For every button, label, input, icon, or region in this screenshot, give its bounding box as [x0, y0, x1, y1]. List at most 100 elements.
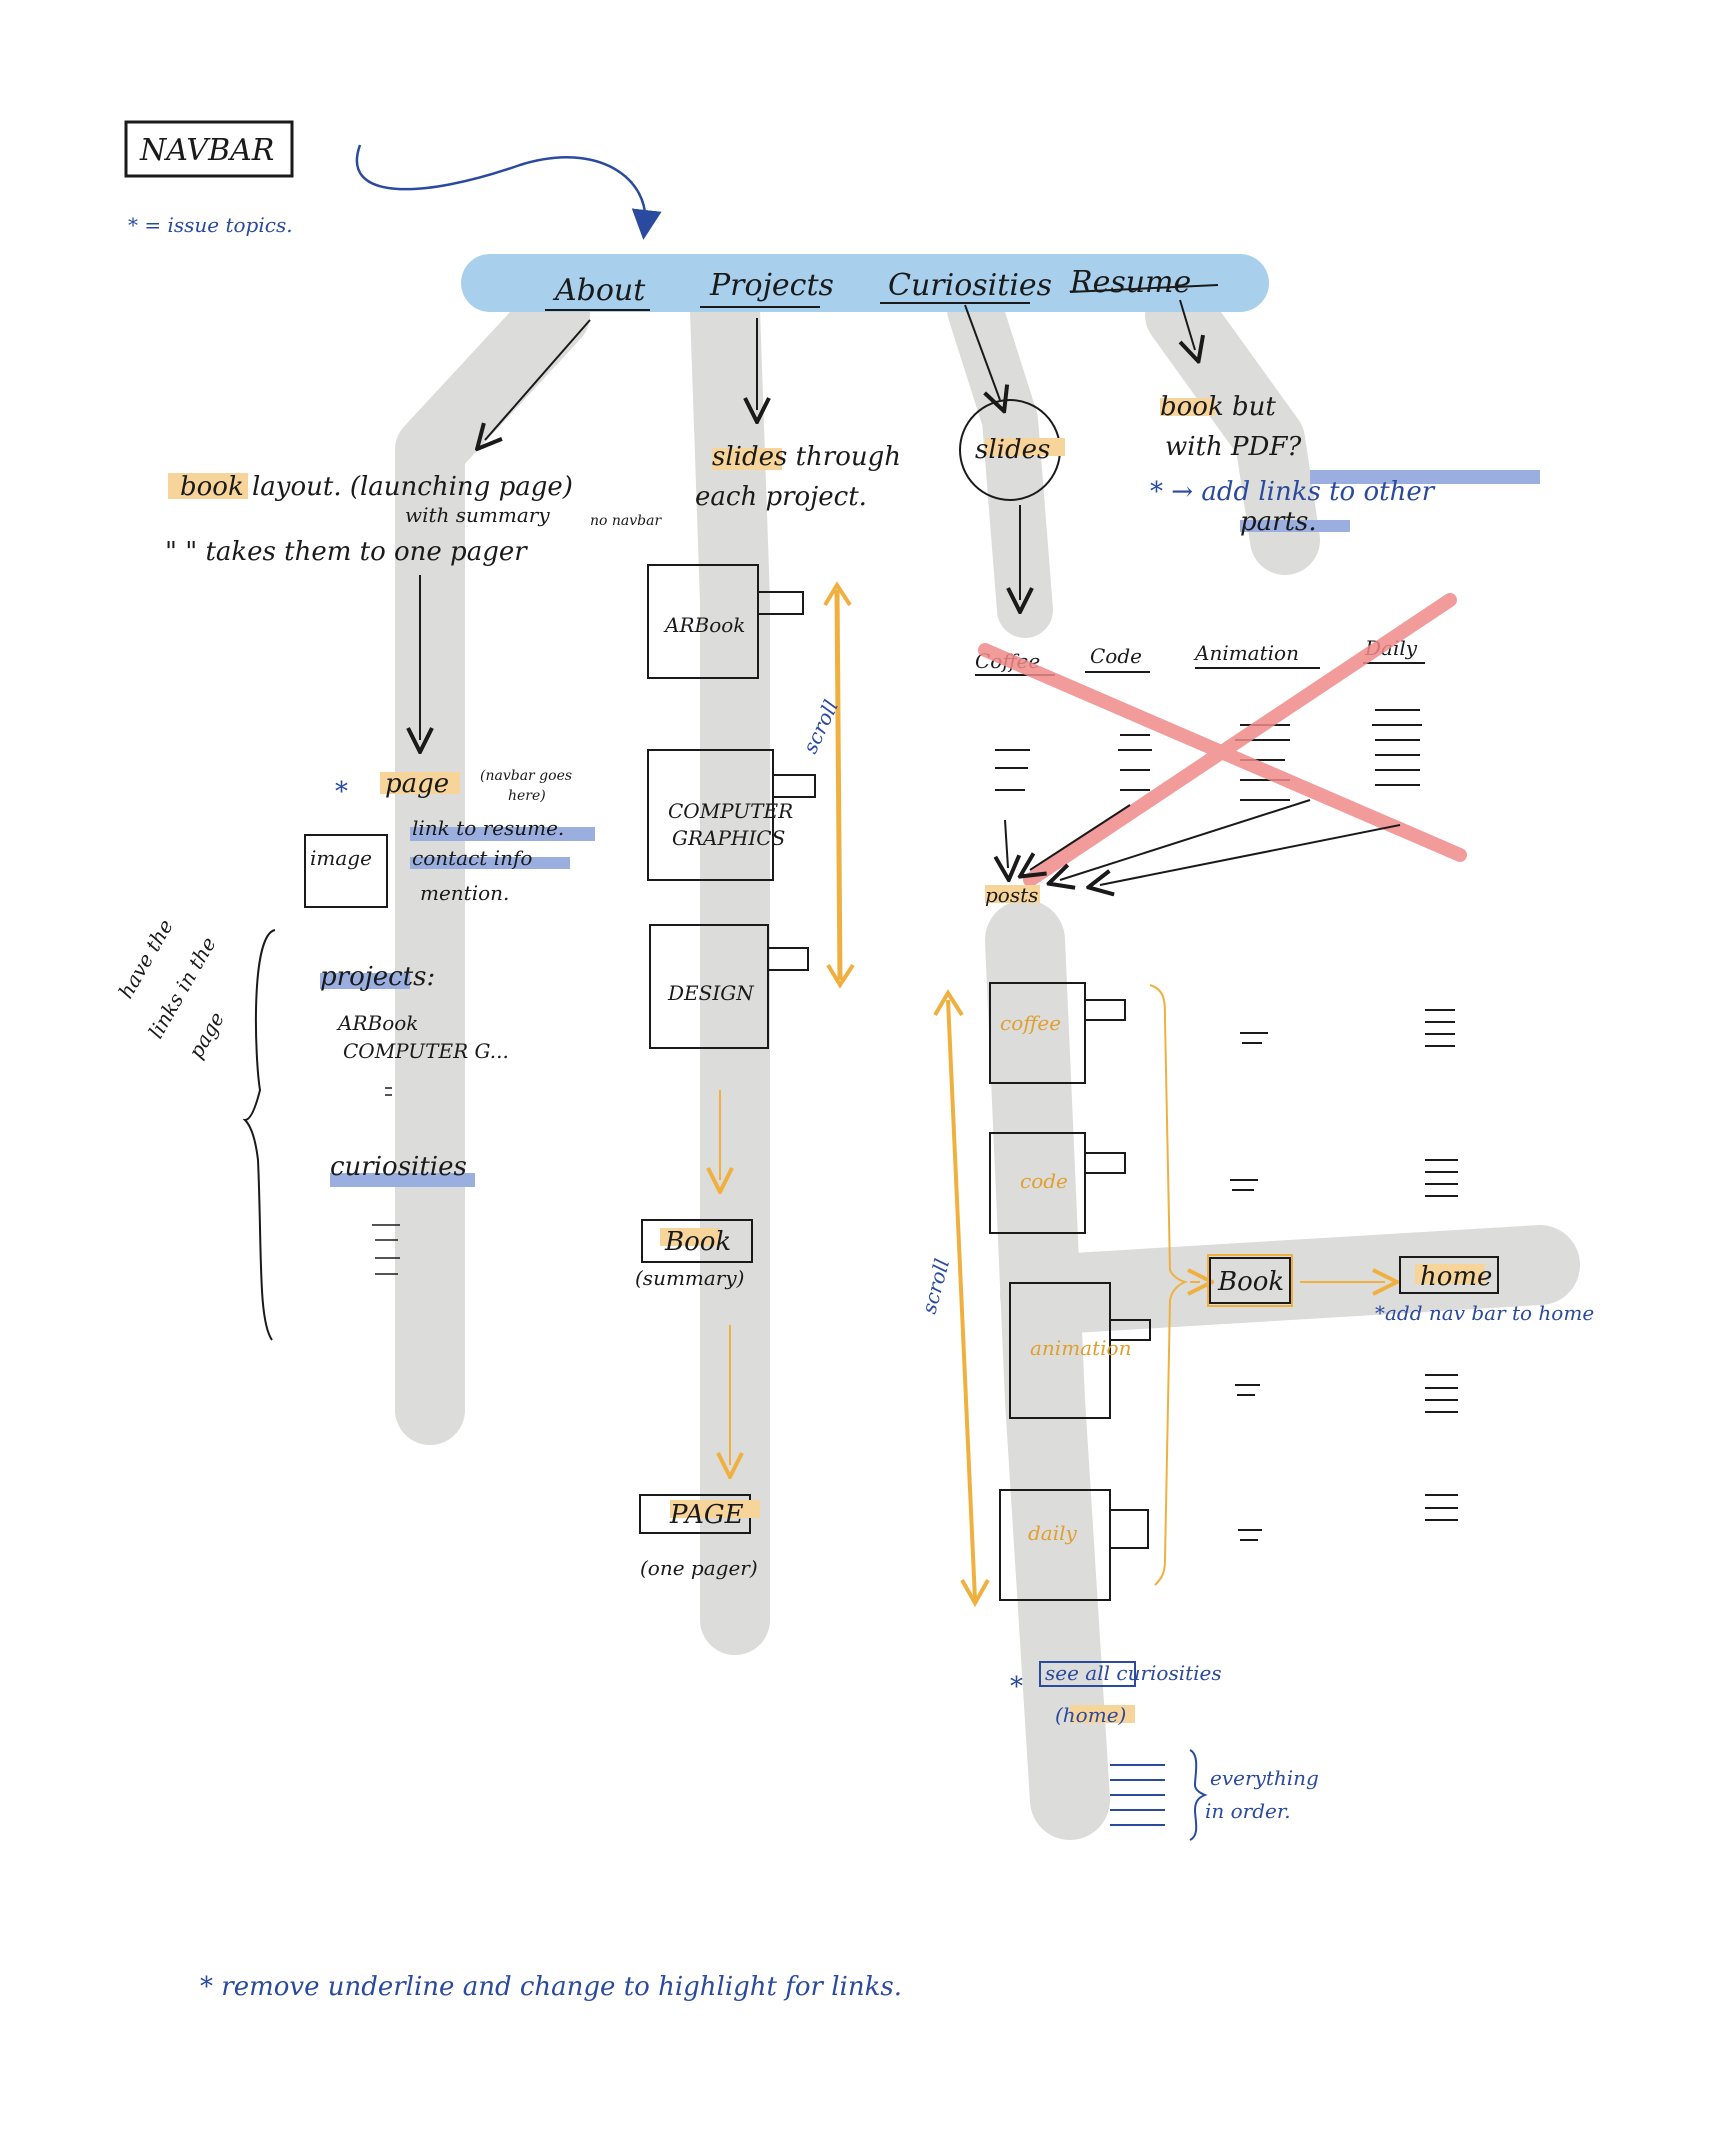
project-card-design[interactable]: DESIGN: [649, 924, 809, 1049]
resume-column: book but with PDF? * → add links to othe…: [1150, 299, 1540, 537]
curiosities-scroll-line: [946, 999, 977, 1601]
about-arrow: [485, 319, 591, 440]
resume-arrow: [1180, 299, 1195, 350]
nav-item-curiosities[interactable]: Curiosities: [888, 268, 1052, 303]
slides-highlight: [712, 448, 782, 470]
home-paren-highlight: [1070, 1705, 1135, 1723]
projects-flow-path: [690, 275, 770, 1655]
page-highlight: [380, 772, 460, 794]
contact-highlight: [410, 857, 570, 869]
curiosities-tab-text-lines: [995, 709, 1422, 801]
curiosities-scroll-arrow-up: [933, 989, 964, 1017]
see-all-curiosities[interactable]: see all curiosities: [1045, 1661, 1222, 1685]
navbar-goes-note-2: here): [508, 788, 546, 804]
curio-card-animation-label: animation: [1030, 1336, 1131, 1360]
resume-flow-path: [1145, 280, 1320, 575]
about-line-3: " " takes them to one pager: [165, 537, 528, 567]
projects-book-highlight: [660, 1228, 720, 1246]
curiosities-posts: posts: [985, 883, 1038, 907]
curiosities-flow-path-bottom: [985, 900, 1110, 1840]
curiosities-book-box-orange: [1207, 1254, 1293, 1307]
everything-line-1: everything: [1210, 1766, 1319, 1790]
parts-highlight: [1240, 520, 1350, 532]
add-links-highlight: [1310, 470, 1540, 484]
curiosities-scroll-arrow-down: [960, 1579, 990, 1608]
about-projects-heading[interactable]: projects:: [320, 962, 435, 992]
curiosities-tab-animation[interactable]: Animation: [1193, 641, 1299, 665]
project-card-design-label: DESIGN: [667, 981, 755, 1005]
project-card-arbook-label: ARBook: [663, 613, 745, 637]
curiosities-book-label[interactable]: Book: [1217, 1267, 1284, 1297]
projects-one-pager: (one pager): [640, 1556, 758, 1580]
red-cross: [978, 593, 1467, 887]
about-curiosities-heading[interactable]: curiosities: [330, 1152, 467, 1182]
projects-page-highlight: [670, 1500, 760, 1518]
resume-add-links[interactable]: * → add links to other: [1150, 477, 1436, 507]
about-no-navbar: no navbar: [590, 513, 662, 529]
resume-line-2: with PDF?: [1165, 432, 1302, 462]
curiosities-orange-brace: [1149, 984, 1188, 1586]
navbar-box: [124, 120, 294, 178]
mention-text: mention.: [420, 881, 509, 905]
about-column: book layout. (launching page) with summa…: [114, 319, 662, 1341]
home-box: [1399, 1256, 1499, 1294]
resume-book-highlight: [1160, 398, 1215, 416]
posts-arrows: [1005, 799, 1401, 885]
nav-item-about[interactable]: About: [552, 273, 646, 308]
about-flow-path: [395, 280, 590, 1445]
project-card-cg-label-1: COMPUTER: [668, 799, 793, 823]
see-all-box: [1039, 1661, 1136, 1687]
nav-item-resume[interactable]: Resume: [1069, 265, 1191, 300]
curiosities-home-label[interactable]: home: [1420, 1262, 1492, 1292]
home-paren: (home): [1055, 1703, 1126, 1727]
projects-book-label[interactable]: Book: [664, 1227, 731, 1257]
projects-column: slides through each project. ARBook COMP…: [635, 318, 901, 1580]
project-card-arbook[interactable]: ARBook: [647, 564, 804, 679]
resume-line-1: book but: [1160, 392, 1276, 422]
about-proj-list-lines: [385, 1087, 392, 1096]
page-issue-star: *: [335, 777, 348, 807]
navbar-header: NAVBAR * = issue topics.: [124, 120, 662, 240]
navbar-bar: About Projects Curiosities Resume: [461, 254, 1269, 312]
about-proj-item-cg: COMPUTER G...: [343, 1039, 509, 1063]
project-card-cg-label-2: GRAPHICS: [672, 826, 785, 850]
resume-parts: parts.: [1240, 507, 1317, 537]
curiosities-slides-highlight: [985, 438, 1065, 456]
projects-scroll-arrow-up: [823, 581, 852, 607]
curiosities-highlight: [330, 1173, 475, 1187]
curio-card-animation[interactable]: animation: [1009, 1282, 1151, 1419]
projects-scroll-line: [834, 589, 843, 981]
navbar-label: NAVBAR: [139, 133, 274, 168]
about-proj-item-arbook: ARBook: [336, 1011, 418, 1035]
everything-brace: [1189, 1749, 1208, 1841]
side-note-3: page: [184, 1008, 229, 1063]
nav-item-projects[interactable]: Projects: [709, 268, 834, 303]
book-highlight: [168, 473, 248, 499]
curiosities-slides: slides: [975, 435, 1050, 465]
curiosities-tab-code[interactable]: Code: [1090, 644, 1142, 668]
curiosities-book-box: [1209, 1257, 1291, 1304]
contact-info[interactable]: contact info: [412, 846, 532, 870]
projects-highlight: [320, 973, 410, 989]
projects-line-1: slides through: [712, 442, 901, 472]
curio-card-coffee[interactable]: coffee: [989, 982, 1126, 1084]
curio-card-code[interactable]: code: [989, 1132, 1126, 1234]
navbar-pointer-arrow: [355, 144, 662, 240]
curio-card-daily[interactable]: daily: [999, 1489, 1149, 1601]
project-card-cg[interactable]: COMPUTER GRAPHICS: [647, 749, 816, 881]
navbar-goes-note-1: (navbar goes: [480, 768, 572, 784]
resume-link-highlight: [410, 827, 595, 841]
everything-line-2: in order.: [1205, 1799, 1291, 1823]
curiosities-arrow: [964, 304, 1000, 400]
posts-highlight: [985, 885, 1040, 903]
curio-card-text-lines: [1230, 1009, 1458, 1541]
side-brace: [242, 929, 276, 1341]
about-curiosities-list-lines: [372, 1224, 400, 1275]
projects-page-label[interactable]: PAGE: [669, 1500, 744, 1530]
grey-flow-paths: [395, 275, 1580, 1840]
link-to-resume[interactable]: link to resume.: [412, 816, 564, 840]
projects-line-2: each project.: [695, 482, 867, 512]
nav-underlines: [545, 284, 1219, 311]
image-label: image: [310, 846, 372, 870]
footer-note: * remove underline and change to highlig…: [200, 1972, 902, 2002]
